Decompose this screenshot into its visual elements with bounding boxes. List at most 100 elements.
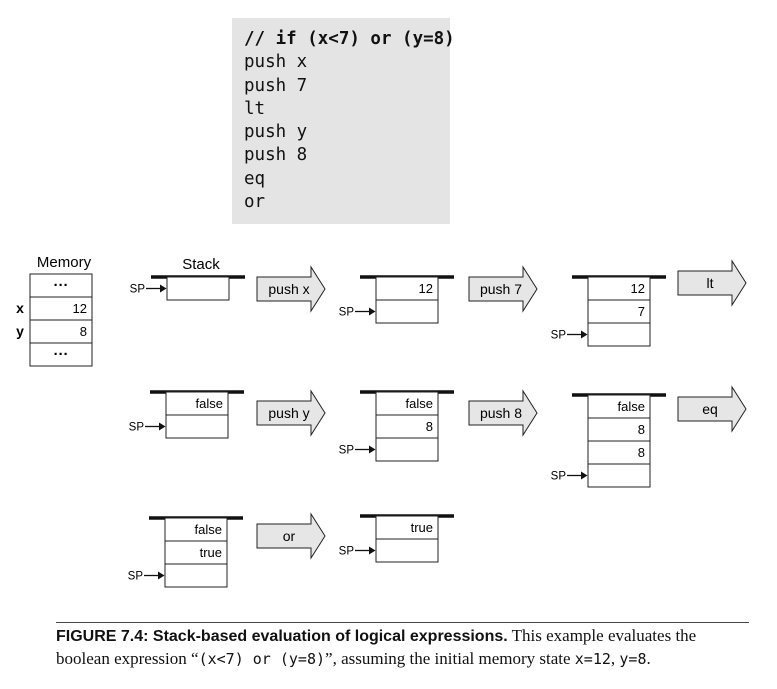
- op-label: push 7: [480, 281, 522, 297]
- stack-value: false: [618, 399, 645, 414]
- sp-label: SP: [339, 546, 355, 558]
- code-line: or: [244, 192, 266, 213]
- stack-s3: 12 7SP: [551, 275, 666, 347]
- stack-value: true: [411, 520, 433, 535]
- stack-value: 12: [419, 281, 433, 296]
- op-label: or: [283, 528, 296, 544]
- sp-arrow-head: [369, 445, 376, 454]
- sp-arrow-head: [581, 471, 588, 480]
- caption-text: , assuming the initial memory state: [332, 649, 575, 668]
- code-listing: // if (x<7) or (y=8) push x push 7 lt pu…: [232, 18, 455, 224]
- sp-label: SP: [551, 330, 567, 342]
- op-arrow-shape: [256, 265, 326, 313]
- op-arrow: lt: [677, 259, 747, 307]
- op-arrow-shape: [468, 389, 538, 437]
- stack-s6: false 8 8SP: [551, 393, 666, 488]
- op-arrow-shape: [256, 389, 326, 437]
- stack-empty-cell: [164, 563, 228, 588]
- op-arrow: or: [256, 512, 326, 560]
- operation-arrows: push x push 7 lt push y push 8 eq or: [256, 259, 747, 560]
- sp-arrow-head: [160, 284, 167, 293]
- caption-separator: ,: [610, 649, 620, 668]
- stack-value: 8: [426, 419, 433, 434]
- op-label: eq: [702, 401, 718, 417]
- op-arrow-shape: [677, 259, 747, 307]
- stack-s1: SP: [130, 275, 245, 301]
- sp-arrow-head: [369, 546, 376, 555]
- op-arrow: push 7: [468, 265, 538, 313]
- stack-pointer: SP: [339, 307, 376, 319]
- code-line: push 7: [244, 75, 308, 96]
- code-line: lt: [244, 98, 266, 119]
- sp-arrow-head: [581, 330, 588, 339]
- caption-expression: (x<7) or (y=8): [198, 650, 326, 668]
- stack-value: true: [200, 545, 222, 560]
- sp-label: SP: [551, 471, 567, 483]
- op-arrow: push 8: [468, 389, 538, 437]
- stack-pointer: SP: [128, 571, 165, 583]
- sp-arrow-head: [369, 307, 376, 316]
- caption-text: This example evaluates the boolean expre…: [56, 626, 697, 668]
- stack-value: false: [195, 522, 222, 537]
- stack-value: false: [406, 396, 433, 411]
- code-line: push x: [244, 52, 308, 73]
- memory-cell: [29, 342, 93, 367]
- stack-empty-cell: [587, 463, 651, 488]
- code-line: push y: [244, 122, 308, 143]
- memory-value: 12: [73, 301, 87, 316]
- sp-label: SP: [129, 422, 145, 434]
- memory-label: Memory: [37, 254, 92, 271]
- stack-pointer: SP: [339, 546, 376, 558]
- op-arrow: eq: [677, 385, 747, 433]
- stack-value: 7: [638, 304, 645, 319]
- stack-empty-cell: [587, 322, 651, 347]
- caption-state-y: y=8: [619, 650, 647, 668]
- stack-pointer: SP: [551, 330, 588, 342]
- code-comment: // if (x<7) or (y=8): [244, 29, 455, 49]
- op-arrow-shape: [468, 265, 538, 313]
- op-label: push y: [268, 405, 309, 421]
- sp-label: SP: [128, 571, 144, 583]
- stack-empty-cell: [375, 299, 439, 324]
- stack-pointer: SP: [129, 422, 166, 434]
- sp-label: SP: [339, 307, 355, 319]
- caption-state-x: x=12: [574, 650, 611, 668]
- stack-s5: false 8SP: [339, 390, 454, 462]
- caption-quote-open: “: [191, 649, 199, 668]
- op-arrow-shape: [256, 512, 326, 560]
- op-arrow-shape: [677, 385, 747, 433]
- memory-ellipsis: ···: [54, 277, 69, 294]
- stack-empty-cell: [166, 276, 230, 301]
- memory-ellipsis: ···: [54, 346, 69, 363]
- memory-value: 8: [80, 324, 87, 339]
- stack-value: 12: [631, 281, 645, 296]
- stack-pointer: SP: [339, 445, 376, 457]
- stack-pointer: SP: [130, 284, 167, 296]
- caption-end: .: [646, 649, 651, 668]
- stack-empty-cell: [375, 437, 439, 462]
- caption-quote-close: ”: [325, 649, 333, 668]
- figure-caption: FIGURE 7.4: Stack-based evaluation of lo…: [56, 622, 749, 670]
- op-label: push x: [268, 281, 309, 297]
- stack-value: false: [196, 396, 223, 411]
- op-label: lt: [707, 275, 714, 291]
- memory-var-x: x: [16, 300, 24, 316]
- stack-pointer: SP: [551, 471, 588, 483]
- stack-value: 8: [638, 422, 645, 437]
- memory-var-y: y: [16, 323, 24, 339]
- caption-lead: FIGURE 7.4: Stack-based evaluation of lo…: [56, 628, 508, 645]
- stack-value: 8: [638, 445, 645, 460]
- sp-arrow-head: [158, 571, 165, 580]
- memory-table: Memory ··· 12 x 8 y ···: [16, 254, 93, 367]
- stack-empty-cell: [165, 414, 229, 439]
- sp-arrow-head: [159, 422, 166, 431]
- sp-label: SP: [339, 445, 355, 457]
- op-label: push 8: [480, 405, 522, 421]
- op-arrow: push x: [256, 265, 326, 313]
